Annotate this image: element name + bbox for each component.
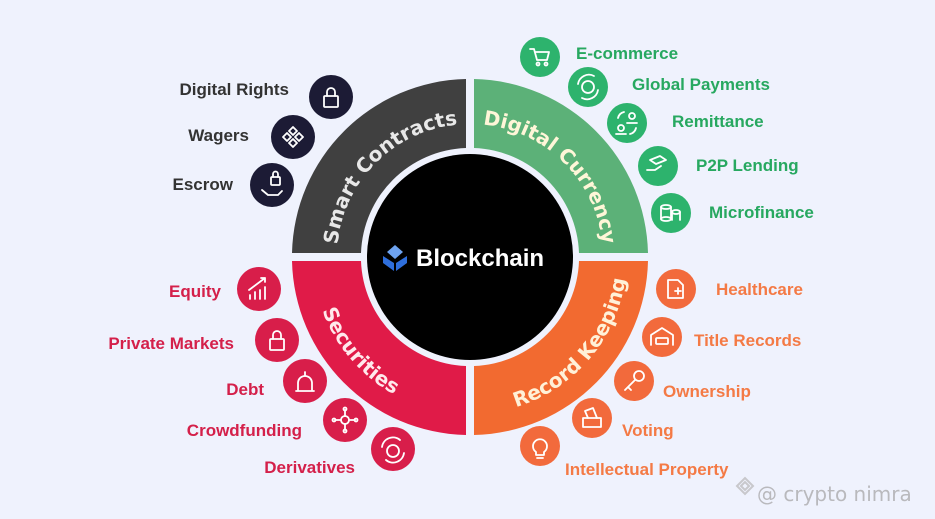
svg-text:Derivatives: Derivatives bbox=[264, 458, 355, 477]
svg-text:Digital Rights: Digital Rights bbox=[179, 80, 289, 99]
svg-text:Microfinance: Microfinance bbox=[709, 203, 814, 222]
svg-text:@ crypto nimra: @ crypto nimra bbox=[757, 482, 912, 506]
svg-text:Remittance: Remittance bbox=[672, 112, 764, 131]
key-icon bbox=[624, 370, 645, 391]
svg-text:Crowdfunding: Crowdfunding bbox=[187, 421, 302, 440]
coins-icon bbox=[660, 204, 681, 222]
center-circle bbox=[367, 154, 573, 360]
svg-text:Ownership: Ownership bbox=[663, 382, 751, 401]
item-wagers: Wagers bbox=[188, 115, 315, 159]
svg-text:Private Markets: Private Markets bbox=[108, 334, 234, 353]
watermark: @ crypto nimra bbox=[735, 476, 912, 506]
item-ownership: Ownership bbox=[614, 361, 751, 401]
cart-icon bbox=[529, 48, 550, 67]
svg-text:Escrow: Escrow bbox=[173, 175, 234, 194]
svg-text:E-commerce: E-commerce bbox=[576, 44, 678, 63]
segment-securities bbox=[292, 261, 466, 435]
item-crowdfunding: Crowdfunding bbox=[187, 398, 367, 442]
growth-chart-icon bbox=[248, 277, 266, 300]
network-icon bbox=[331, 406, 359, 434]
item-healthcare: Healthcare bbox=[656, 269, 803, 309]
item-microfinance: Microfinance bbox=[651, 193, 814, 233]
svg-text:P2P Lending: P2P Lending bbox=[696, 156, 799, 175]
lock-icon bbox=[323, 87, 339, 108]
segment-digital-currency bbox=[474, 79, 648, 253]
transfer-users-icon bbox=[615, 111, 638, 135]
svg-text:Intellectual Property: Intellectual Property bbox=[565, 460, 729, 479]
card-suits-icon bbox=[282, 126, 304, 148]
svg-text:Voting: Voting bbox=[622, 421, 674, 440]
money-bell-icon bbox=[295, 371, 315, 392]
blockchain-logo-icon bbox=[383, 245, 407, 271]
lock-icon bbox=[269, 330, 285, 351]
medical-file-icon bbox=[667, 279, 684, 299]
item-title-records: Title Records bbox=[642, 317, 801, 357]
item-global-payments: Global Payments bbox=[568, 67, 770, 107]
hand-money-icon bbox=[646, 155, 667, 171]
ballot-box-icon bbox=[582, 407, 602, 428]
segment-record-keeping bbox=[474, 261, 648, 435]
item-intellectual-property: Intellectual Property bbox=[520, 426, 729, 479]
segment-smart-contracts bbox=[292, 79, 466, 253]
svg-text:Healthcare: Healthcare bbox=[716, 280, 803, 299]
svg-text:Global Payments: Global Payments bbox=[632, 75, 770, 94]
item-voting: Voting bbox=[572, 398, 674, 440]
dollar-exchange-icon bbox=[577, 73, 599, 101]
svg-text:Debt: Debt bbox=[226, 380, 264, 399]
lightbulb-icon bbox=[532, 438, 548, 459]
item-equity: Equity bbox=[169, 267, 281, 311]
svg-text:Title Records: Title Records bbox=[694, 331, 801, 350]
car-garage-icon bbox=[650, 327, 674, 346]
item-e-commerce: E-commerce bbox=[520, 37, 678, 77]
center-title: Blockchain bbox=[416, 245, 544, 272]
item-p2p-lending: P2P Lending bbox=[638, 146, 799, 186]
item-escrow: Escrow bbox=[173, 163, 294, 207]
item-digital-rights: Digital Rights bbox=[179, 75, 353, 119]
binance-logo-icon bbox=[735, 476, 755, 496]
cycle-icon bbox=[381, 436, 405, 464]
ring bbox=[292, 79, 648, 435]
item-debt: Debt bbox=[226, 359, 327, 403]
item-remittance: Remittance bbox=[607, 103, 764, 143]
svg-text:Equity: Equity bbox=[169, 282, 221, 301]
item-private-markets: Private Markets bbox=[108, 318, 299, 362]
item-derivatives: Derivatives bbox=[264, 427, 415, 477]
svg-text:Wagers: Wagers bbox=[188, 126, 249, 145]
hand-lock-icon bbox=[261, 170, 283, 196]
